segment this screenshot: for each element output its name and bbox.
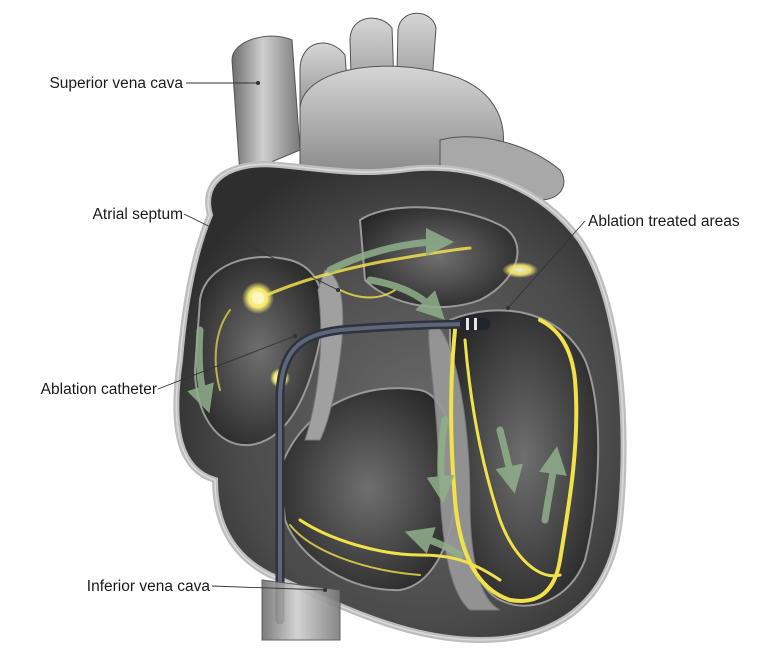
label-superior-vena-cava: Superior vena cava — [49, 75, 183, 92]
label-inferior-vena-cava: Inferior vena cava — [87, 578, 211, 595]
label-atrial-septum: Atrial septum — [93, 206, 183, 223]
label-ablation-catheter: Ablation catheter — [41, 381, 157, 398]
left-atrium — [360, 207, 517, 307]
sa-node-glow — [242, 282, 274, 314]
label-ablation-treated-areas: Ablation treated areas — [588, 213, 740, 230]
superior-vena-cava-vessel — [232, 36, 300, 175]
ablation-treated-area-spot — [502, 262, 538, 278]
